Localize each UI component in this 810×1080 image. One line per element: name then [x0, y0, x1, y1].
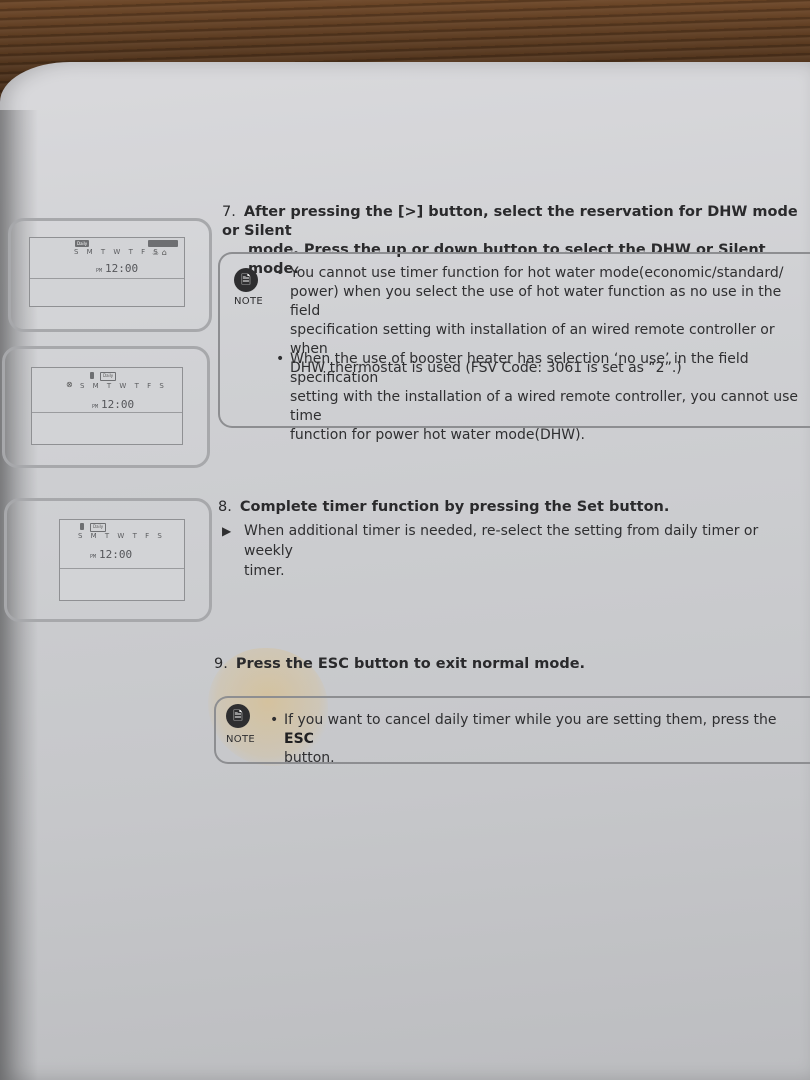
step-8-text: Complete timer function by pressing the …: [239, 499, 670, 515]
lcd-timer-icon: ⊗: [66, 380, 73, 389]
note-1-bullet-2-line: setting with the installation of a wired…: [290, 389, 799, 424]
esc-key-label: ESC: [317, 656, 349, 672]
arrow-right-icon: ▶: [222, 524, 232, 538]
lcd-mode-badge: Daily: [75, 240, 90, 247]
note-1-bullet-1: • You cannot use timer function for hot …: [276, 264, 810, 378]
step-9-heading: 9. Press the ESC button to exit normal mo…: [214, 655, 794, 674]
lcd-mode-badge: [90, 372, 94, 379]
note-label: NOTE: [234, 296, 263, 307]
step-number: 7.: [222, 204, 236, 220]
lcd-divider: [32, 412, 182, 413]
step-number: 8.: [218, 499, 232, 515]
step-number: 9.: [214, 656, 228, 672]
note-1-bullet-1-line: You cannot use timer function for hot wa…: [290, 265, 784, 281]
step-9-text-post: button to exit normal mode.: [348, 656, 586, 672]
note-1-bullet-1-line: specification setting with installation …: [290, 322, 775, 357]
lcd-dhw-icon: ♨ ⌂: [152, 248, 167, 257]
bullet-dot: •: [276, 265, 285, 281]
note-box-2: [214, 696, 810, 764]
step-8-subtext: ▶ When additional timer is needed, re-se…: [222, 521, 804, 581]
note-1-bullet-1-line: power) when you select the use of hot wa…: [290, 284, 782, 319]
step-8-heading: 8. Complete timer function by pressing th…: [218, 498, 798, 517]
note-1-bullet-1-line: DHW thermostat is used (FSV Code: 3061 i…: [290, 360, 682, 376]
note-1-bullet-2: • When the use of booster heater has sel…: [276, 350, 810, 445]
lcd-divider: [30, 278, 184, 279]
note-icon: 🗎: [226, 704, 250, 728]
lcd-mode-badge: Daily: [100, 372, 117, 381]
step-8-sub-line-1: When additional timer is needed, re-sele…: [244, 523, 759, 559]
lcd-mode-badge: Daily: [90, 523, 107, 532]
note-1-bullet-2-line: function for power hot water mode(DHW).: [290, 427, 586, 443]
lcd-days: S M T W T F S: [78, 532, 165, 540]
step-9-text-pre: Press the: [235, 656, 318, 672]
lcd-mode-badge: [80, 523, 84, 530]
lcd-divider: [60, 568, 184, 569]
note-2-line-2: button.: [284, 750, 335, 766]
step-7-line-1: After pressing the [>] button, select th…: [222, 204, 798, 239]
lcd-mode-badge: [148, 240, 178, 247]
bullet-dot: •: [270, 712, 279, 728]
lcd-days: S M T W T F S: [80, 382, 167, 390]
step-8-sub-line-2: timer.: [244, 563, 285, 579]
note-icon: 🗎: [234, 268, 258, 292]
paper-stain: [208, 648, 328, 766]
note-box-1: [218, 252, 810, 428]
lcd-days: S M T W T F S: [74, 248, 161, 256]
step-7-heading: 7.After pressing the [>] button, select …: [222, 203, 802, 279]
note-label: NOTE: [226, 734, 255, 745]
note-2-bullet: • If you want to cancel daily timer whil…: [270, 711, 804, 768]
esc-key-label: ESC: [284, 731, 314, 747]
step-7-line-2: mode. Press the up or down button to sel…: [248, 242, 766, 277]
bullet-dot: •: [276, 351, 285, 367]
note-1-bullet-2-line: When the use of booster heater has selec…: [290, 351, 749, 386]
note-2-line-1: If you want to cancel daily timer while …: [284, 712, 777, 728]
